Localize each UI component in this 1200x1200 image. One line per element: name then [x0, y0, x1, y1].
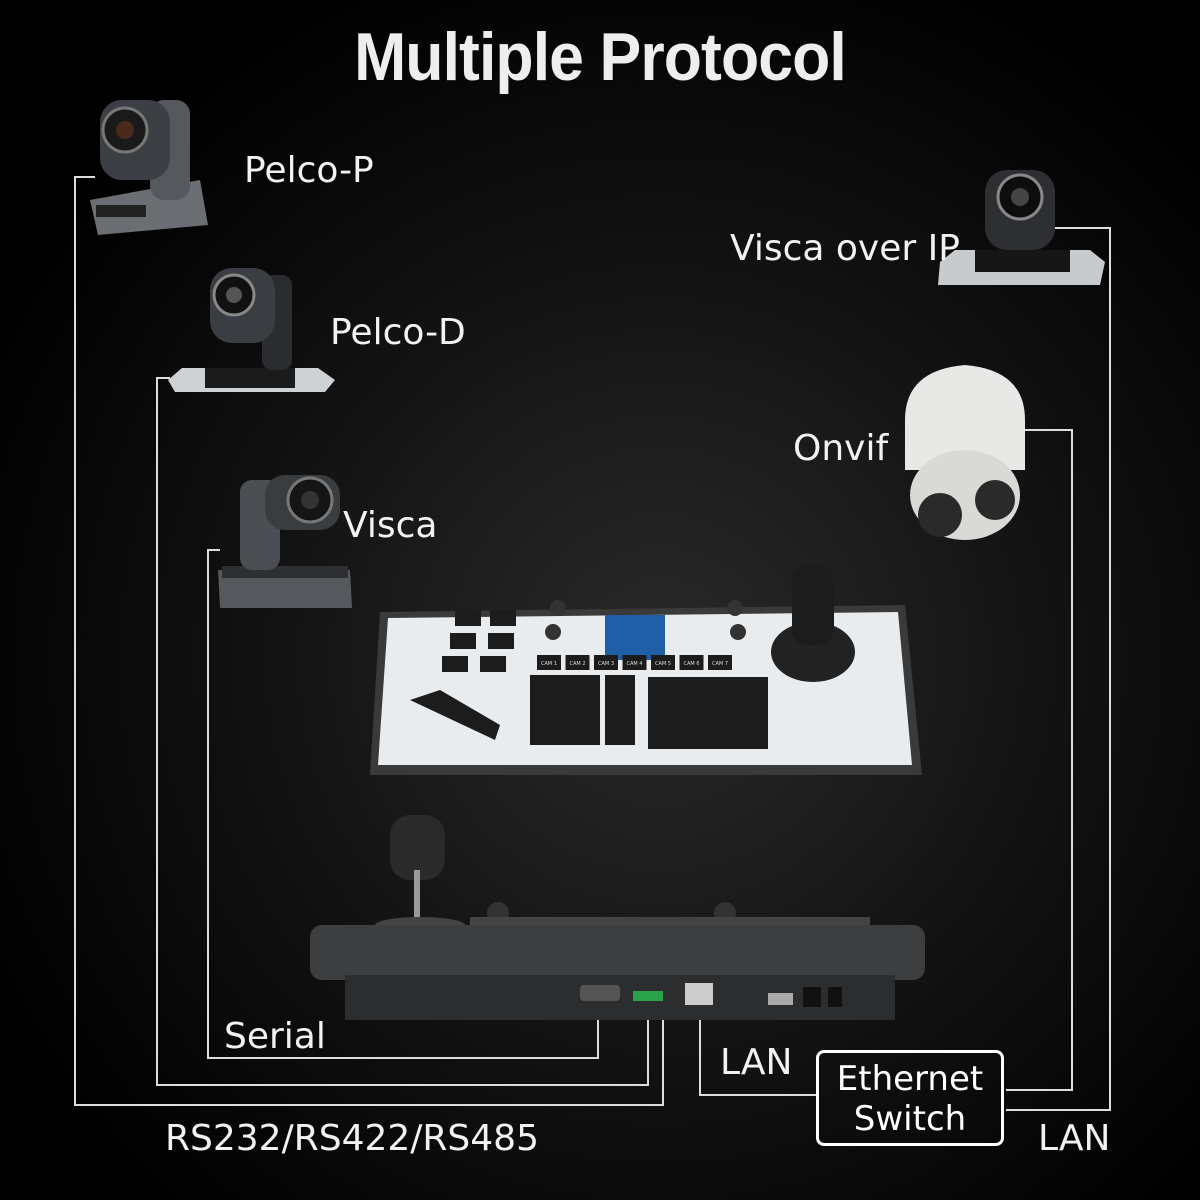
label-visca: Visca [343, 505, 438, 546]
label-lan-switch: LAN [1038, 1118, 1111, 1159]
switch-label-line1: Ethernet [836, 1059, 984, 1099]
cam-key [594, 655, 618, 670]
cam-key [537, 655, 561, 670]
ethernet-switch-box: Ethernet Switch [816, 1050, 1004, 1146]
cam-key-label: CAM 3 [598, 661, 614, 667]
line-pelco-p [74, 176, 664, 1106]
camera-visca-image [218, 475, 352, 608]
lcd-screen [605, 615, 665, 660]
line-pelco-d [156, 377, 649, 1086]
label-onvif: Onvif [793, 428, 889, 469]
cam-key-label: CAM 5 [655, 661, 671, 667]
cam-key-label: CAM 4 [627, 661, 643, 667]
line-visca-ip [1006, 227, 1111, 1111]
cam-key-label: CAM 7 [712, 661, 728, 667]
cam-key-label: CAM 6 [684, 661, 700, 667]
page-title: Multiple Protocol [354, 19, 847, 95]
camera-pelco-d-image [168, 268, 335, 392]
camera-onvif-image [905, 365, 1025, 540]
keyboard-rear-image [310, 815, 925, 1020]
line-visca [207, 549, 599, 1059]
usb-port [768, 993, 793, 1005]
line-lan-controller [699, 1005, 816, 1096]
camera-pelco-p-image [90, 100, 208, 235]
cam-key-label: CAM 1 [541, 661, 557, 667]
lan-port [685, 983, 713, 1005]
label-visca-over-ip: Visca over IP [730, 228, 960, 269]
label-rs: RS232/RS422/RS485 [165, 1118, 539, 1159]
line-onvif [1006, 429, 1073, 1091]
switch-label-line2: Switch [853, 1099, 967, 1139]
cam-key [651, 655, 675, 670]
keyboard-top-image: CAM 1 CAM 2 CAM 3 CAM 4 CAM 5 CAM 6 CAM 7 [370, 565, 922, 775]
label-pelco-d: Pelco-D [330, 312, 466, 353]
label-pelco-p: Pelco-P [244, 150, 374, 191]
cam-key [679, 655, 704, 670]
camera-visca-ip-image [938, 170, 1105, 285]
serial-port [580, 985, 620, 1001]
rs-terminal [633, 991, 663, 1001]
cam-key [708, 655, 732, 670]
label-lan-controller: LAN [720, 1042, 793, 1083]
label-serial: Serial [224, 1016, 326, 1057]
cam-key-label: CAM 2 [570, 661, 586, 667]
cam-key [622, 655, 647, 670]
cam-key [565, 655, 590, 670]
